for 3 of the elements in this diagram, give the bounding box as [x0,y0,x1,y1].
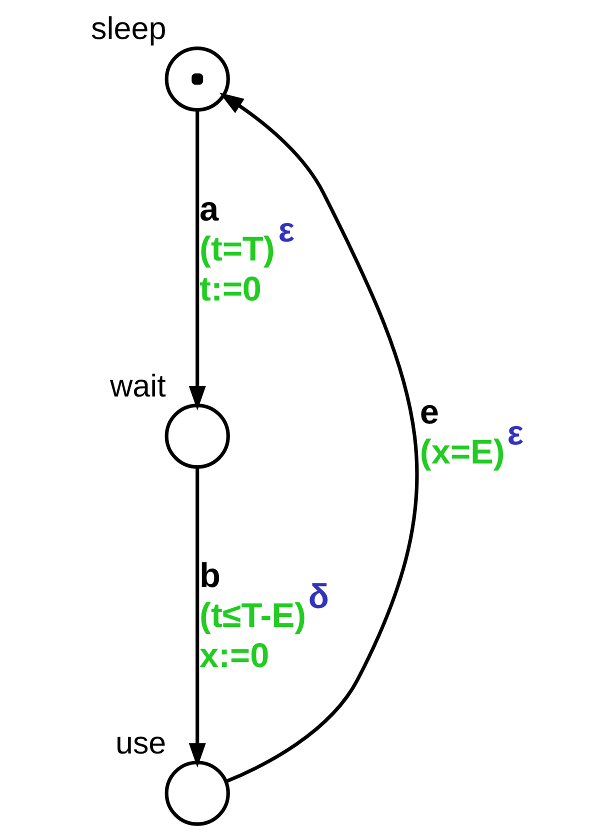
node-label: sleep [91,11,166,46]
node-label: wait [110,368,166,404]
node-label: use [115,725,166,760]
